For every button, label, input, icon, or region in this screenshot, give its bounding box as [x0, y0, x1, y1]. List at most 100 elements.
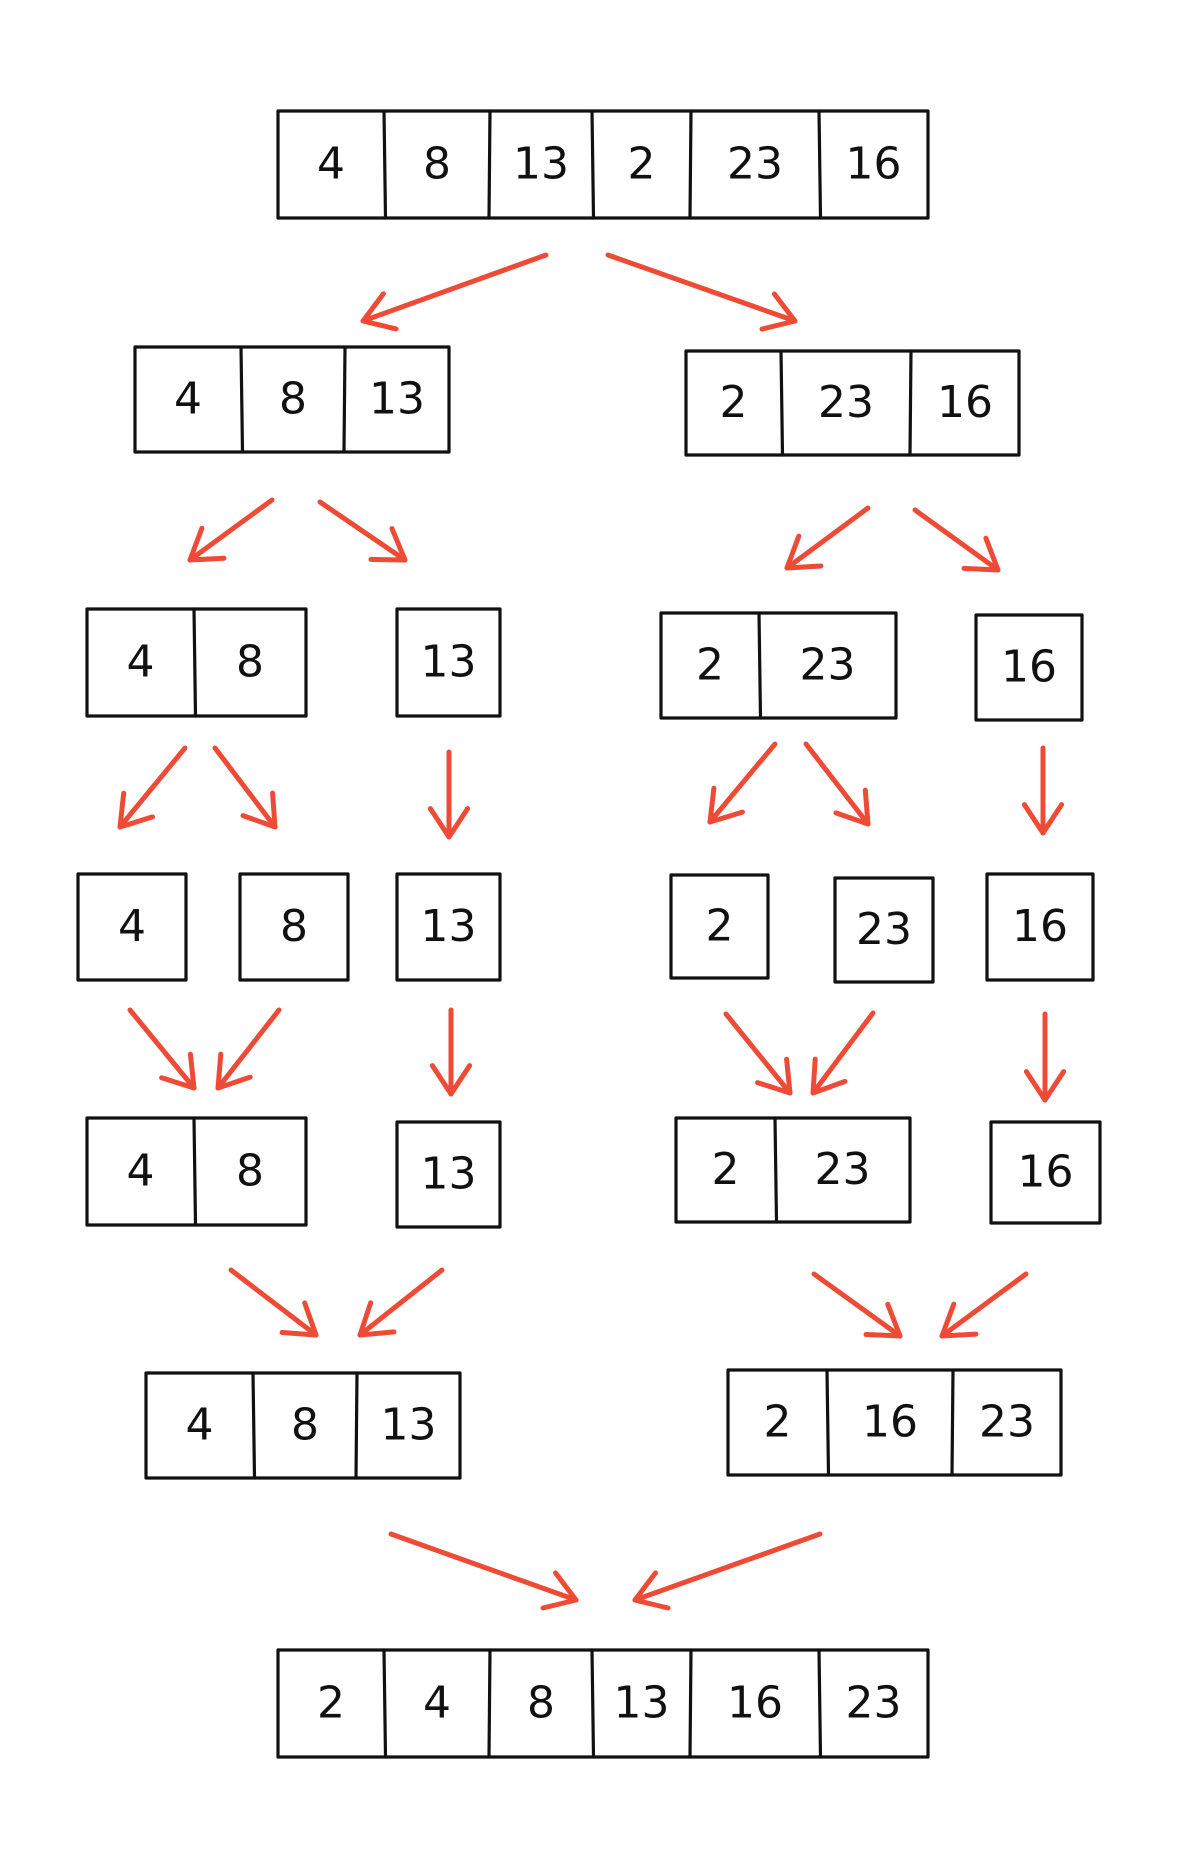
array-cell-value: 23	[815, 1144, 871, 1195]
array-outline	[133, 345, 451, 454]
array-cell-value: 23	[818, 377, 874, 428]
array-leaf-16: 16	[985, 872, 1095, 982]
arrow-18	[1023, 1011, 1067, 1103]
arrow-shaft	[912, 507, 1001, 573]
cell-divider	[817, 1648, 823, 1759]
array-outline	[974, 613, 1084, 722]
array-cell-value: 13	[421, 1149, 477, 1200]
arrowhead	[632, 1570, 671, 1611]
arrow-21	[811, 1271, 903, 1339]
array-cell-value: 4	[174, 374, 202, 425]
arrow-5	[784, 505, 871, 571]
arrow-17	[810, 1010, 876, 1096]
arrowhead	[784, 533, 824, 571]
arrow-shaft	[707, 741, 778, 825]
array-cell-value: 13	[614, 1678, 670, 1729]
arrowhead	[357, 1300, 397, 1338]
arrow-shaft	[388, 1531, 579, 1603]
array-cell-value: 16	[846, 139, 902, 190]
array-outline	[395, 1120, 502, 1229]
array-cell-value: 16	[937, 377, 993, 428]
array-cell-value: 13	[369, 374, 425, 425]
array-cell-value: 23	[727, 139, 783, 190]
array-outline	[726, 1368, 1063, 1477]
cell-divider	[590, 109, 596, 220]
cell-divider	[757, 611, 763, 720]
cell-divider	[779, 349, 785, 457]
arrowhead	[1021, 802, 1065, 836]
arrows-layer	[117, 252, 1067, 1611]
arrowhead	[707, 785, 745, 825]
array-outline	[144, 1371, 462, 1480]
array-outline	[989, 1120, 1102, 1225]
array-cell-value: 2	[317, 1678, 345, 1729]
arrow-16	[723, 1011, 793, 1096]
arrow-8	[212, 745, 278, 830]
array-cell-value: 16	[862, 1397, 918, 1448]
arrow-shaft	[723, 1011, 793, 1096]
array-cell-value: 4	[317, 139, 345, 190]
array-outline	[276, 109, 930, 220]
arrowhead	[755, 1056, 793, 1096]
arrow-3	[187, 497, 275, 563]
array-cell-value: 13	[513, 139, 569, 190]
cell-divider	[908, 349, 913, 457]
arrow-shaft	[187, 497, 275, 563]
array-cell-value: 4	[186, 1400, 214, 1451]
arrow-7	[117, 745, 188, 830]
arrow-11	[803, 741, 871, 827]
cell-divider	[354, 1371, 359, 1480]
array-split-r-single: 16	[974, 613, 1084, 722]
arrowhead	[117, 790, 155, 830]
array-outline	[684, 349, 1021, 457]
arrow-9	[427, 749, 471, 840]
array-outline	[395, 607, 502, 718]
cell-divider	[688, 109, 693, 220]
arrowhead	[187, 525, 227, 563]
array-split-left: 4 8 13	[133, 345, 451, 454]
arrow-shaft	[117, 745, 188, 830]
arrowhead	[863, 1301, 903, 1339]
arrowhead	[240, 790, 278, 830]
array-cell-value: 8	[291, 1400, 319, 1451]
arrow-2	[605, 252, 798, 332]
arrow-shaft	[212, 745, 278, 830]
array-cell-value: 2	[712, 1144, 740, 1195]
arrow-24	[632, 1531, 823, 1611]
array-cell-value: 2	[706, 901, 734, 952]
arrow-19	[228, 1267, 319, 1338]
array-leaf-8: 8	[238, 872, 350, 982]
array-cell-value: 2	[696, 640, 724, 691]
arrowhead	[215, 1051, 253, 1091]
arrow-shaft	[215, 1007, 282, 1091]
array-cell-value: 16	[727, 1678, 783, 1729]
arrow-15	[429, 1007, 473, 1097]
arrowhead	[939, 1301, 979, 1339]
cell-divider	[342, 345, 347, 454]
arrowhead	[540, 1570, 579, 1611]
array-split-l-single: 13	[395, 607, 502, 718]
array-cell-value: 8	[279, 374, 307, 425]
cell-divider	[590, 1648, 596, 1759]
arrow-shaft	[605, 252, 798, 324]
cell-divider	[950, 1368, 955, 1477]
cell-divider	[487, 109, 492, 220]
array-merge-r-single: 16	[989, 1120, 1102, 1225]
arrow-12	[1021, 745, 1065, 836]
array-cell-value: 4	[127, 1146, 155, 1197]
array-outline	[659, 611, 898, 720]
arrow-22	[939, 1271, 1029, 1339]
arrow-shaft	[360, 252, 549, 324]
cell-divider	[817, 109, 823, 220]
arrow-14	[215, 1007, 282, 1091]
arrow-4	[317, 499, 408, 563]
array-outline	[76, 872, 188, 982]
arrow-shaft	[784, 505, 871, 571]
